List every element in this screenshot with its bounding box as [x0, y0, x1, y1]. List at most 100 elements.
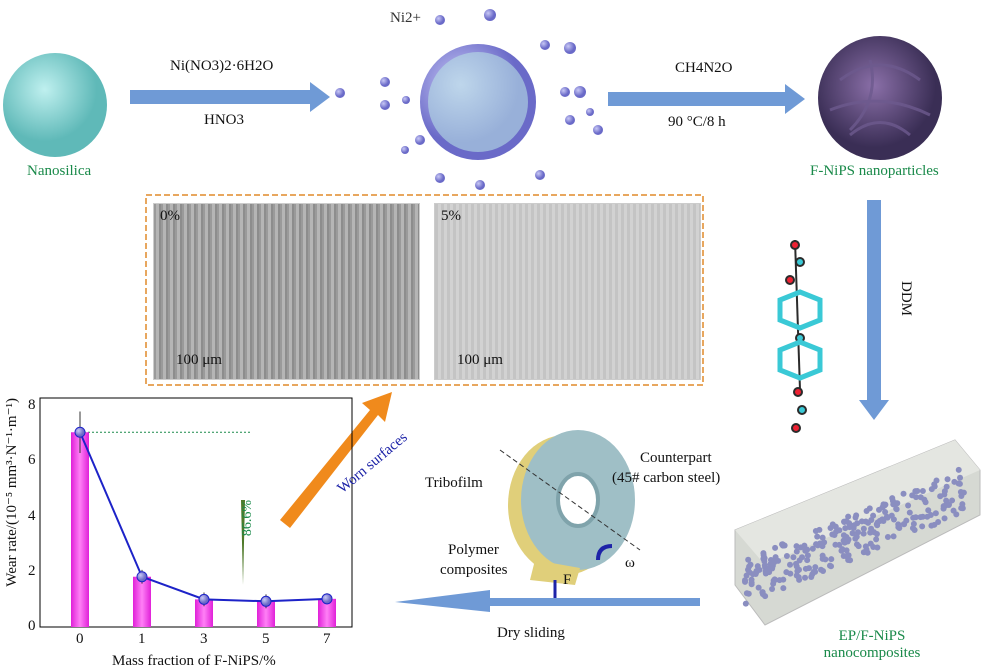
nanoparticle	[742, 577, 749, 584]
reduction-arrow	[241, 500, 245, 585]
nanoparticle	[945, 502, 952, 509]
nanoparticle	[762, 570, 769, 577]
x-tick-label: 1	[138, 631, 146, 647]
nanoparticle	[742, 600, 749, 607]
data-point	[260, 595, 272, 607]
label-composite: EP/F-NiPS nanocomposites	[823, 628, 921, 661]
nanoparticle	[829, 531, 836, 538]
sem-image-5: 5% 100 μm	[434, 203, 701, 380]
label-reagent-1: Ni(NO3)2·6H2O	[170, 58, 274, 74]
label-reagent-3: CH4N2O	[675, 60, 733, 76]
x-tick-label: 5	[262, 631, 270, 647]
nanoparticle	[893, 506, 900, 513]
nanoparticle	[838, 547, 845, 554]
nanoparticle	[941, 515, 948, 522]
nanoparticle	[894, 500, 901, 507]
nanoparticle	[808, 573, 815, 580]
sem-frame	[145, 194, 704, 386]
worn-surfaces-arrow	[280, 392, 392, 528]
nanoparticle	[919, 523, 926, 530]
label-polymer-2: composites	[440, 562, 508, 578]
nanoparticle	[858, 518, 865, 525]
bar	[257, 601, 275, 627]
nanoparticle	[804, 557, 811, 564]
nanoparticle	[846, 524, 853, 531]
nanoparticle	[873, 536, 880, 543]
nanoparticle	[884, 514, 891, 521]
label-nanosilica: Nanosilica	[27, 163, 92, 179]
nanoparticle	[928, 486, 935, 493]
x-axis-label: Mass fraction of F-NiPS/%	[112, 653, 276, 669]
nanoparticle	[771, 559, 778, 566]
nanoparticle	[863, 508, 870, 515]
nanoparticle	[874, 522, 881, 529]
y-tick-label: 2	[28, 562, 36, 579]
arrow-ddm	[859, 200, 889, 420]
nanoparticle	[895, 524, 902, 531]
nanoparticle	[793, 548, 800, 555]
nanoparticle	[841, 518, 848, 525]
sem-scale-bar: 100 μm	[457, 352, 503, 368]
ni-ions	[335, 9, 603, 190]
label-ion: Ni2+	[390, 10, 421, 26]
label-ddm: DDM	[898, 280, 915, 317]
nanoparticle	[799, 554, 806, 561]
y-tick-label: 0	[28, 618, 36, 634]
nanoparticle	[832, 541, 839, 548]
nanoparticle	[860, 525, 867, 532]
ddm-molecule	[777, 239, 823, 433]
nanoparticle	[917, 514, 924, 521]
nanoparticle	[819, 555, 826, 562]
y-tick-label: 8	[28, 397, 36, 413]
nanoparticle	[855, 529, 862, 536]
y-axis-label: Wear rate/(10⁻⁵ mm³·N⁻¹·m⁻¹)	[4, 398, 20, 587]
nanoparticle	[905, 502, 912, 509]
nanoparticle	[941, 488, 948, 495]
nanoparticle	[760, 555, 767, 562]
nanoparticle	[845, 513, 852, 520]
nanoparticle	[860, 530, 867, 537]
sem-label: 5%	[441, 208, 461, 224]
nanoparticle	[746, 563, 753, 570]
sem-image-0: 0% 100 μm	[153, 203, 420, 380]
nanoparticle	[813, 541, 820, 548]
x-tick-label: 7	[323, 631, 331, 647]
dry-sliding-arrow	[395, 590, 700, 612]
label-counterpart: Counterpart	[640, 450, 712, 466]
nanoparticle	[944, 476, 951, 483]
nanoparticle	[868, 516, 875, 523]
nanoparticle	[748, 579, 755, 586]
nanoparticle	[921, 496, 928, 503]
label-dry-sliding: Dry sliding	[497, 625, 565, 641]
x-tick-label: 0	[76, 631, 84, 647]
nanoparticle	[852, 514, 859, 521]
nanoparticle	[906, 509, 913, 516]
nanoparticle	[940, 503, 947, 510]
y-tick-label: 6	[28, 452, 36, 469]
nanoparticle	[855, 543, 862, 550]
nanoparticle	[860, 549, 867, 556]
f-nips-particle	[818, 36, 942, 160]
nanoparticle	[793, 543, 800, 550]
nanoparticle	[928, 522, 935, 529]
nanoparticle	[841, 539, 848, 546]
y-tick-label: 4	[28, 507, 36, 524]
nanoparticle	[958, 493, 965, 500]
nanoparticle	[779, 541, 786, 548]
nanoparticle	[827, 562, 833, 569]
nanoparticle	[910, 514, 917, 521]
nanoparticle	[796, 566, 803, 573]
nanoparticle	[932, 510, 939, 517]
data-point	[321, 593, 333, 605]
nanoparticle	[900, 490, 907, 497]
nanoparticle	[959, 505, 966, 512]
nanoparticle	[771, 576, 778, 583]
nanoparticle	[950, 507, 957, 514]
nanoparticle	[845, 552, 852, 559]
nanoparticle	[890, 533, 897, 540]
bar	[195, 599, 213, 627]
nanoparticle	[804, 552, 811, 559]
reduction-annotation: 86.6%	[240, 499, 256, 537]
nanoparticle	[790, 554, 797, 561]
